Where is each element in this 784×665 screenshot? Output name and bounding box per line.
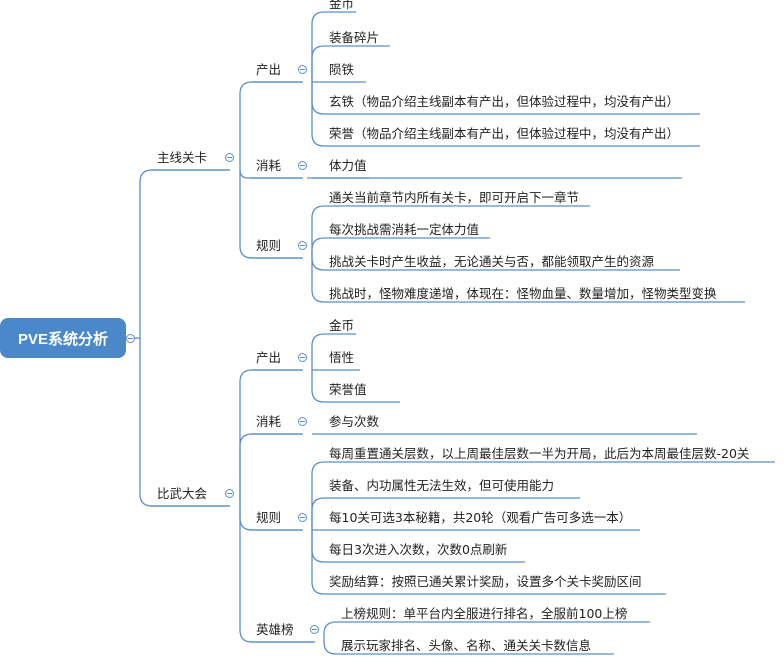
leaf-item[interactable]: 金币 bbox=[329, 0, 355, 11]
collapse-toggle-icon[interactable] bbox=[310, 625, 319, 634]
root-node-pve-analysis[interactable]: PVE系统分析 bbox=[0, 318, 126, 358]
collapse-toggle-icon[interactable] bbox=[298, 417, 307, 426]
leaf-item[interactable]: 挑战关卡时产生收益，无论通关与否，都能领取产生的资源 bbox=[329, 254, 655, 269]
leaf-item[interactable]: 奖励结算：按照已通关累计奖励，设置多个关卡奖励区间 bbox=[329, 574, 642, 589]
leaf-item[interactable]: 装备、内功属性无法生效，但可使用能力 bbox=[329, 478, 555, 493]
group-main-consume[interactable]: 消耗 bbox=[256, 158, 282, 173]
group-tournament-consume[interactable]: 消耗 bbox=[256, 414, 282, 429]
group-hero-ranking[interactable]: 英雄榜 bbox=[256, 622, 294, 637]
root-collapse-toggle-icon[interactable] bbox=[126, 334, 135, 343]
leaf-item[interactable]: 通关当前章节内所有关卡，即可开启下一章节 bbox=[329, 190, 580, 205]
leaf-item[interactable]: 金币 bbox=[329, 318, 355, 333]
collapse-toggle-icon[interactable] bbox=[225, 489, 234, 498]
leaf-item[interactable]: 每日3次进入次数，次数0点刷新 bbox=[329, 542, 508, 557]
leaf-item[interactable]: 玄铁（物品介绍主线副本有产出，但体验过程中，均没有产出） bbox=[329, 94, 680, 109]
leaf-item[interactable]: 陨铁 bbox=[329, 62, 355, 77]
leaf-item[interactable]: 上榜规则：单平台内全服进行排名，全服前100上榜 bbox=[341, 606, 628, 621]
leaf-item[interactable]: 悟性 bbox=[329, 350, 355, 365]
leaf-item[interactable]: 体力值 bbox=[329, 158, 367, 173]
leaf-item[interactable]: 每次挑战需消耗一定体力值 bbox=[329, 222, 480, 237]
branch-main-stage[interactable]: 主线关卡 bbox=[157, 150, 208, 165]
leaf-item[interactable]: 荣誉（物品介绍主线副本有产出，但体验过程中，均没有产出） bbox=[329, 126, 680, 141]
collapse-toggle-icon[interactable] bbox=[298, 161, 307, 170]
leaf-item[interactable]: 每周重置通关层数，以上周最佳层数一半为开局，此后为本周最佳层数-20关 bbox=[329, 446, 750, 461]
collapse-toggle-icon[interactable] bbox=[225, 153, 234, 162]
leaf-item[interactable]: 装备碎片 bbox=[329, 30, 380, 45]
group-tournament-rules[interactable]: 规则 bbox=[256, 510, 282, 525]
leaf-item[interactable]: 荣誉值 bbox=[329, 382, 367, 397]
leaf-item[interactable]: 展示玩家排名、头像、名称、通关关卡数信息 bbox=[341, 638, 592, 653]
group-main-rules[interactable]: 规则 bbox=[256, 238, 282, 253]
root-label: PVE系统分析 bbox=[17, 330, 108, 348]
branch-tournament[interactable]: 比武大会 bbox=[157, 486, 208, 501]
group-tournament-output[interactable]: 产出 bbox=[256, 350, 282, 365]
collapse-toggle-icon[interactable] bbox=[298, 513, 307, 522]
leaf-item[interactable]: 参与次数 bbox=[329, 414, 380, 429]
leaf-item[interactable]: 挑战时，怪物难度递增，体现在：怪物血量、数量增加，怪物类型变换 bbox=[329, 286, 717, 301]
collapse-toggle-icon[interactable] bbox=[298, 241, 307, 250]
collapse-toggle-icon[interactable] bbox=[298, 353, 307, 362]
collapse-toggle-icon[interactable] bbox=[298, 65, 307, 74]
group-main-output[interactable]: 产出 bbox=[256, 62, 282, 77]
leaf-item[interactable]: 每10关可选3本秘籍，共20轮（观看广告可多选一本） bbox=[329, 510, 632, 525]
